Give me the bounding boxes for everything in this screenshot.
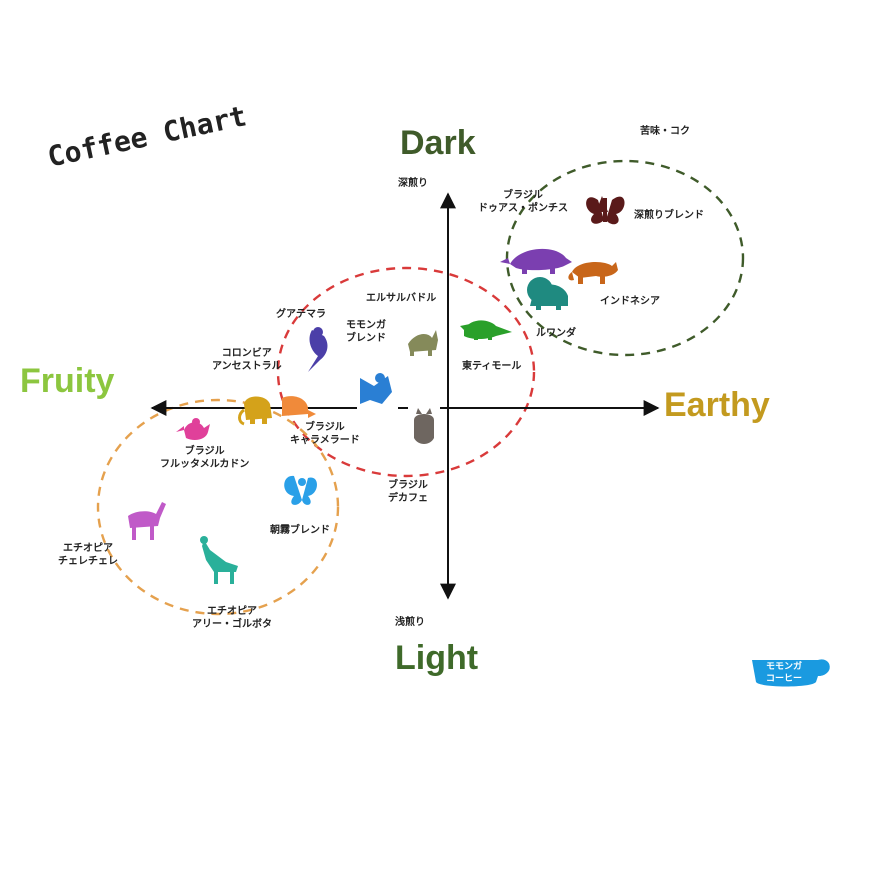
item-label-9: ブラジル キャラメラード bbox=[290, 422, 360, 447]
jaguar-icon bbox=[568, 262, 618, 284]
item-label-line: ブラジル bbox=[388, 480, 428, 491]
item-label-line: ブラジル bbox=[503, 190, 543, 201]
item-label-line: キャラメラード bbox=[290, 434, 360, 446]
logo-text-bottom: コーヒー bbox=[766, 673, 802, 684]
giraffe-icon bbox=[200, 536, 238, 584]
item-label-13: エチオピア チェレチェレ bbox=[58, 543, 118, 568]
group-circle-dark bbox=[505, 159, 745, 357]
beaver-icon bbox=[282, 396, 316, 418]
item-label-line: モモンガ bbox=[346, 320, 386, 331]
crocodile-icon bbox=[460, 320, 512, 340]
corner-note: 苦味・コク bbox=[640, 126, 690, 137]
item-label-14: エチオピア アリー・ゴルボタ bbox=[192, 606, 272, 631]
item-label-8: コロンビア アンセストラル bbox=[212, 348, 282, 373]
item-label-10: ブラジル デカフェ bbox=[388, 480, 428, 505]
item-label-line: フルッタメルカドン bbox=[160, 458, 250, 470]
item-label-7: グアテマラ bbox=[276, 309, 326, 320]
logo-text-top: モモンガ bbox=[766, 660, 802, 672]
group-circle-medium bbox=[276, 266, 536, 478]
mammoth-icon bbox=[238, 396, 272, 426]
item-label-4: 東ティモール bbox=[462, 361, 522, 372]
group-circle-light bbox=[96, 398, 340, 616]
item-label-line: ブラジル bbox=[184, 446, 225, 457]
item-label-line: チェレチェレ bbox=[58, 555, 118, 567]
item-label-11: ブラジル フルッタメルカドン bbox=[160, 446, 249, 471]
item-label-5: エルサルバドル bbox=[366, 293, 437, 304]
item-label-line: エチオピア bbox=[207, 606, 257, 617]
item-label-2: インドネシア bbox=[600, 296, 660, 307]
axis-label-earthy: Earthy bbox=[664, 386, 770, 424]
item-label-line: ブラジル bbox=[304, 422, 345, 433]
axis-label-fruity: Fruity bbox=[20, 362, 115, 400]
item-label-line: アンセストラル bbox=[212, 360, 282, 372]
armadillo-icon bbox=[500, 248, 572, 274]
item-label-1: 深煎りブレンド bbox=[634, 210, 704, 221]
item-label-line: エチオピア bbox=[63, 543, 113, 554]
axis-label-dark: Dark bbox=[400, 124, 476, 162]
owl-icon bbox=[414, 408, 434, 444]
axis-sub-dark-roast: 深煎り bbox=[398, 178, 428, 189]
flying-squirrel-icon bbox=[360, 373, 392, 404]
item-label-line: コロンビア bbox=[221, 348, 272, 359]
item-label-0: ブラジル ドゥアス・ポンチス bbox=[478, 190, 568, 215]
item-label-line: アリー・ゴルボタ bbox=[192, 618, 272, 630]
fairy-icon bbox=[284, 475, 317, 505]
wolf-icon bbox=[408, 330, 438, 356]
pelican-icon bbox=[176, 418, 210, 440]
item-label-line: デカフェ bbox=[388, 492, 428, 504]
item-label-line: ブレンド bbox=[346, 332, 386, 344]
lion-icon bbox=[527, 277, 568, 310]
item-label-12: 朝霧ブレンド bbox=[270, 525, 330, 536]
parrot-icon bbox=[308, 327, 328, 372]
momonga-coffee-logo: モモンガ コーヒー bbox=[752, 659, 830, 687]
item-label-line: ドゥアス・ポンチス bbox=[478, 202, 568, 214]
butterfly-icon bbox=[586, 196, 625, 225]
item-label-3: ルワンダ bbox=[536, 328, 576, 339]
deer-icon bbox=[128, 502, 166, 540]
axis-sub-light-roast: 浅煎り bbox=[395, 617, 425, 628]
item-label-6: モモンガ ブレンド bbox=[346, 320, 386, 345]
axis-label-light: Light bbox=[395, 639, 479, 677]
